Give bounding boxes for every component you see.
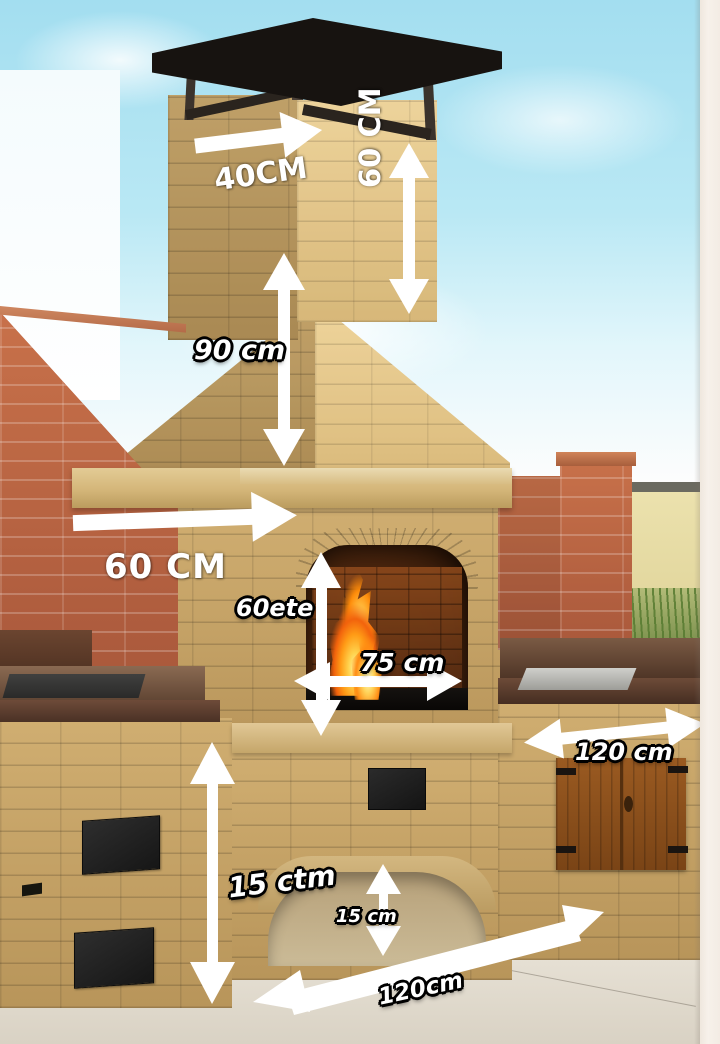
cast-iron-vent-door-upper	[82, 815, 160, 875]
photo-right-margin	[700, 0, 720, 1044]
dimension-label-chimney-height: 60 CM	[353, 87, 387, 188]
red-brick-pillar-cap	[556, 452, 636, 466]
door-hinge	[668, 766, 688, 773]
chimney-stack-left-face	[168, 95, 298, 340]
door-hinge	[556, 846, 576, 853]
counter-left-sink	[2, 674, 146, 698]
dimension-label-log-store-height: 15 cm	[336, 906, 397, 927]
counter-right-steel-plate	[517, 668, 637, 690]
dimension-label-hood-height: 90 cm	[194, 335, 286, 366]
red-brick-pillar	[560, 458, 632, 650]
door-hinge	[556, 768, 576, 775]
dimension-label-firebox-width: 75 cm	[360, 648, 445, 677]
ash-door-center	[368, 768, 426, 810]
mantel-shelf-lip	[240, 468, 512, 484]
dimension-label-mantel-depth: 60 CM	[104, 547, 227, 587]
door-hinge	[668, 846, 688, 853]
cast-iron-vent-door-lower	[74, 927, 154, 989]
firebox-opening	[306, 545, 468, 710]
background-wall-coping	[628, 482, 700, 492]
dimension-label-right-counter: 120 cm	[575, 738, 673, 766]
hearth-shelf	[232, 723, 512, 753]
counter-left-edge	[0, 700, 220, 722]
photo-edge-shadow	[694, 0, 700, 1044]
dimension-label-firebox-height: 60ete	[236, 594, 314, 622]
wood-cabinet-door-split	[620, 758, 623, 870]
door-keyhole	[624, 796, 633, 812]
